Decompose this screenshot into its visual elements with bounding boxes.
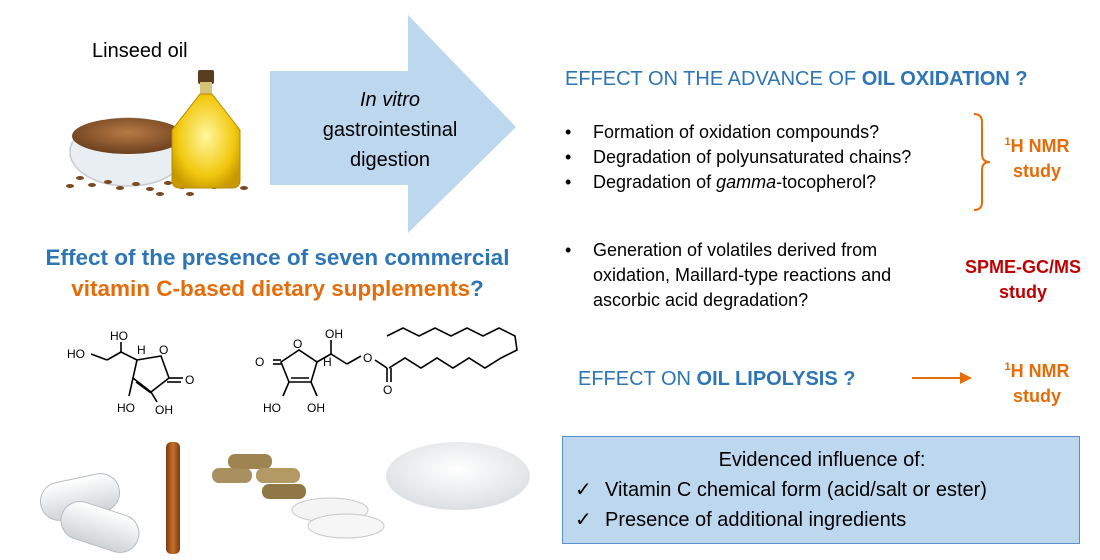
lipolysis-nmr-superscript: 1 (1004, 361, 1011, 373)
list-item: ✓ Vitamin C chemical form (acid/salt or e… (575, 475, 1069, 505)
structure-label-h: H (323, 355, 332, 369)
gcms-question-list: • Generation of volatiles derived from o… (565, 238, 891, 313)
bullet-icon: • (565, 147, 572, 167)
check-icon: ✓ (575, 509, 592, 531)
volatiles-line-3: ascorbic acid degradation? (593, 290, 809, 310)
vitamin-c-structures: HO HO H O O HO OH O O H OH O O HO OH (67, 327, 518, 417)
ascorbic-acid-structure (90, 342, 183, 403)
ascorbyl-palmitate-structure (273, 327, 518, 397)
nmr-superscript: 1 (1004, 136, 1011, 148)
structure-label-o: O (383, 383, 392, 397)
question-volatiles: Generation of volatiles derived from oxi… (593, 238, 891, 313)
question-polyunsaturated-chains: Degradation of polyunsaturated chains? (593, 147, 912, 167)
structure-label-o: O (185, 373, 194, 387)
supplement-question: Effect of the presence of seven commerci… (10, 242, 545, 304)
arrow-line-gastrointestinal: gastrointestinal (322, 119, 458, 141)
structure-label-ho: HO (110, 329, 128, 343)
linseed-oil-image (66, 70, 248, 196)
digestion-arrow (270, 15, 516, 233)
nmr-question-list: • Formation of oxidation compounds? • Degr… (565, 120, 911, 195)
linseed-oil-label: Linseed oil (92, 40, 188, 62)
nmr-study-word: study (1012, 161, 1061, 181)
structure-label-ho: HO (117, 401, 135, 415)
digestion-arrow-text: In vitro gastrointestinal digestion (300, 85, 480, 175)
bullet-icon: • (565, 122, 572, 142)
evidence-item-chemical-form: Vitamin C chemical form (acid/salt or es… (605, 479, 987, 501)
oxidation-heading-prefix: EFFECT ON THE ADVANCE OF (565, 68, 862, 90)
volatiles-line-1: Generation of volatiles derived from (593, 240, 878, 260)
lipolysis-heading-prefix: EFFECT ON (578, 368, 697, 390)
lipolysis-heading-emphasis: OIL LIPOLYSIS ? (696, 368, 856, 390)
oxidation-heading-emphasis: OIL OXIDATION ? (861, 68, 1028, 90)
tocopherol-prefix: Degradation of (593, 172, 717, 192)
structure-label-o: O (293, 337, 302, 351)
supplement-question-emphasis: vitamin C-based dietary supplements (71, 276, 471, 301)
lipolysis-arrow (912, 372, 972, 384)
list-item: • Degradation of polyunsaturated chains? (565, 145, 911, 170)
list-item: • Formation of oxidation compounds? (565, 120, 911, 145)
structure-label-h: H (137, 343, 146, 357)
question-oxidation-compounds: Formation of oxidation compounds? (593, 122, 880, 142)
oil-oxidation-heading: EFFECT ON THE ADVANCE OF OIL OXIDATION ? (565, 68, 1028, 91)
structure-label-o: O (363, 351, 372, 365)
oil-lipolysis-heading: EFFECT ON OIL LIPOLYSIS ? (578, 368, 855, 391)
structure-label-o: O (159, 343, 168, 357)
nmr-bracket (973, 113, 991, 211)
volatiles-line-2: oxidation, Maillard-type reactions and (593, 265, 892, 285)
structure-label-o: O (255, 355, 264, 369)
structure-label-oh: OH (325, 327, 343, 341)
tocopherol-italic: gamma (716, 172, 777, 192)
gcms-study-word: study (998, 282, 1047, 302)
evidence-box: Evidenced influence of: ✓ Vitamin C chemi… (562, 436, 1080, 544)
list-item: • Degradation of gamma-tocopherol? (565, 170, 911, 195)
list-item: ✓ Presence of additional ingredients (575, 505, 1069, 535)
lipolysis-nmr-study-word: study (1012, 386, 1061, 406)
bullet-icon: • (565, 172, 572, 192)
lipolysis-nmr-study-label: 1H NMR study (992, 355, 1082, 409)
list-item: • Generation of volatiles derived from o… (565, 238, 891, 313)
structure-label-ho: HO (263, 401, 281, 415)
question-tocopherol: Degradation of gamma-tocopherol? (593, 170, 876, 195)
supplement-question-mark: ? (470, 276, 484, 301)
supplement-question-line-1: Effect of the presence of seven commerci… (45, 245, 510, 270)
nmr-label: H NMR (1010, 136, 1070, 156)
supplements-image (39, 442, 530, 554)
structure-label-oh: OH (307, 401, 325, 415)
structure-label-ho: HO (67, 347, 85, 361)
bullet-icon: • (565, 240, 572, 260)
evidence-item-ingredients: Presence of additional ingredients (605, 509, 907, 531)
lipolysis-nmr-label: H NMR (1010, 361, 1070, 381)
tocopherol-suffix: -tocopherol? (776, 172, 877, 192)
structure-label-oh: OH (155, 403, 173, 417)
check-icon: ✓ (575, 479, 592, 501)
arrow-line-digestion: digestion (349, 149, 431, 171)
gcms-label: SPME-GC/MS (964, 257, 1081, 277)
nmr-study-label: 1H NMR study (992, 130, 1082, 184)
arrow-line-in-vitro: In vitro (359, 89, 421, 111)
gcms-study-label: SPME-GC/MS study (958, 255, 1088, 305)
evidence-title: Evidenced influence of: (718, 449, 926, 471)
